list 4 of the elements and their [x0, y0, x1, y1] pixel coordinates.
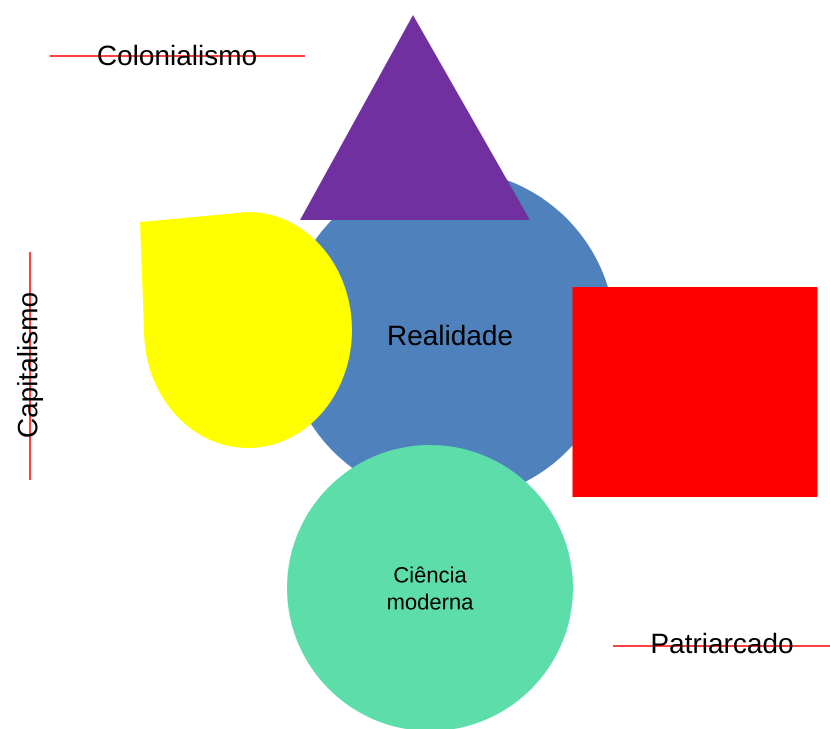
triangle-shape — [300, 15, 530, 220]
square-shape — [572, 287, 818, 497]
drop-shape — [140, 212, 352, 448]
struck-label: Capitalismo — [16, 252, 44, 480]
